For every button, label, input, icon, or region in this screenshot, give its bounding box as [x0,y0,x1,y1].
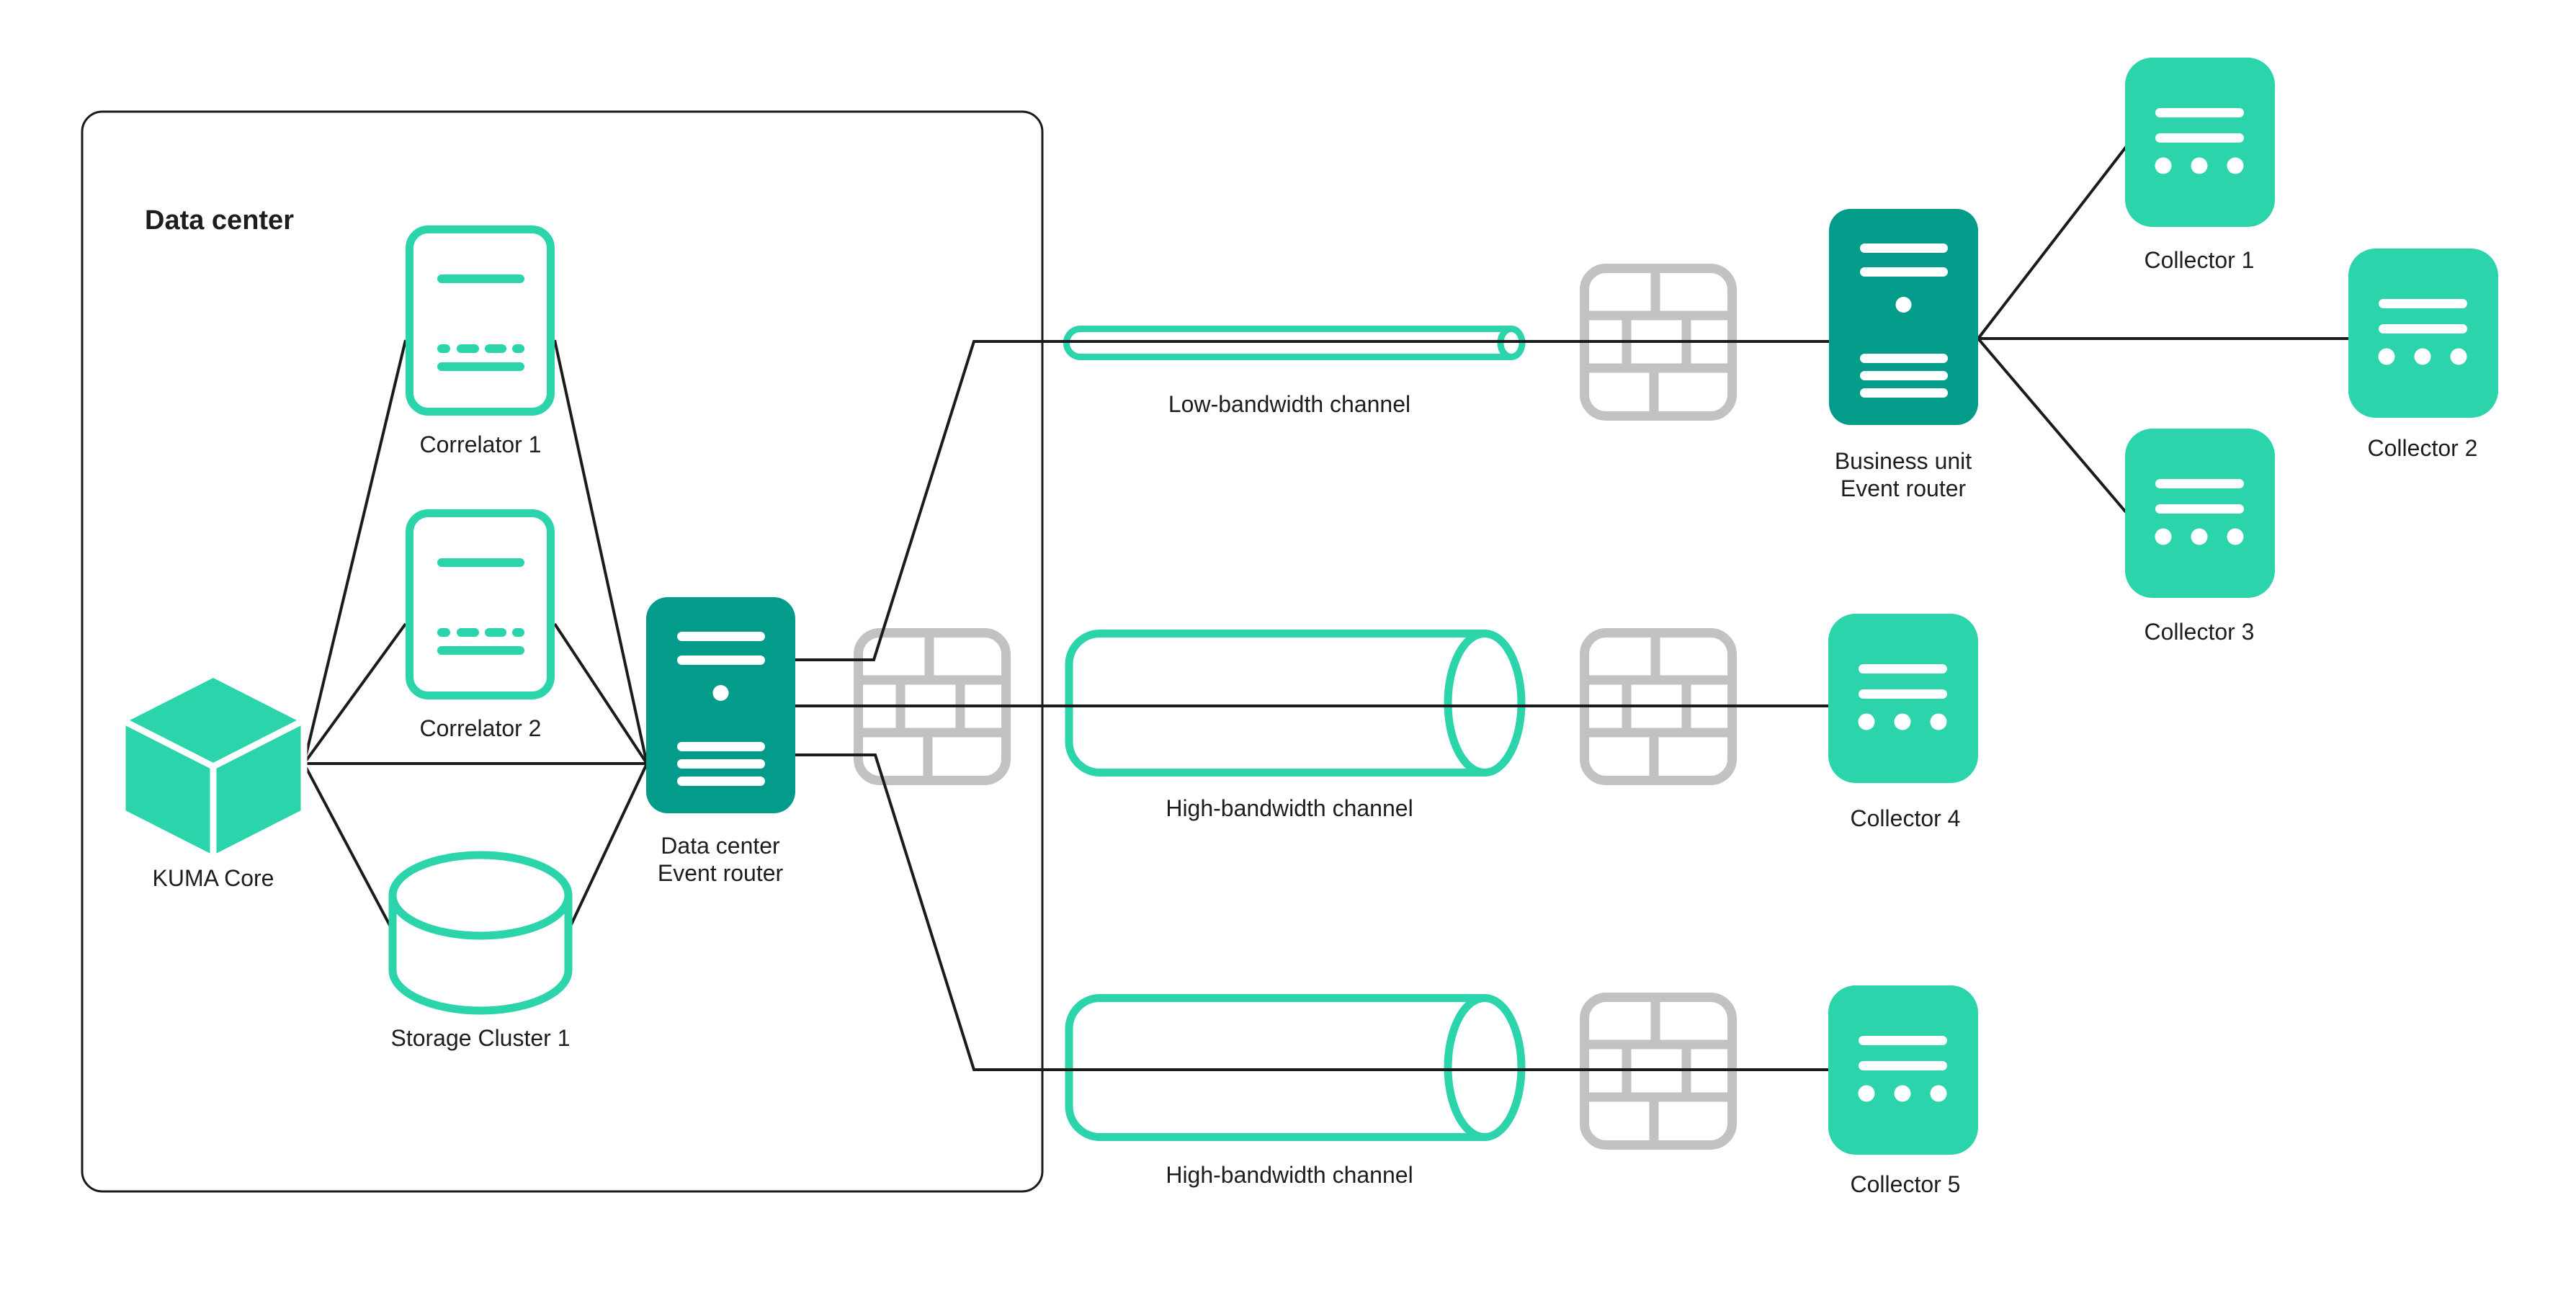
low-channel-label: Low-bandwidth channel [1168,391,1410,417]
correlator-2-icon [410,514,551,696]
correlator-1-icon [410,230,551,412]
collector-4-icon [1828,614,1978,783]
collector-2-label: Collector 2 [2368,435,2478,461]
dc-router-label-line1: Data center [661,833,780,859]
correlator-2-label: Correlator 2 [420,715,542,741]
high-channel-bottom-label: High-bandwidth channel [1166,1162,1413,1188]
storage-cluster-label: Storage Cluster 1 [390,1025,570,1051]
collector-1-icon [2125,58,2275,227]
kuma-core-icon [119,671,308,862]
datacenter-event-router-icon [646,597,795,813]
datacenter-title: Data center [145,205,294,236]
datacenter-boundary [81,110,1044,1193]
collector-5-icon [1828,985,1978,1155]
collector-4-label: Collector 4 [1851,805,1961,831]
business-unit-event-router-icon [1829,209,1978,425]
kuma-core-label: KUMA Core [153,865,274,891]
high-bandwidth-pipe-mid-icon [1065,630,1526,777]
high-channel-mid-label: High-bandwidth channel [1166,795,1413,821]
correlator-1-label: Correlator 1 [420,431,542,457]
bu-router-label-line2: Event router [1841,475,1967,501]
high-bandwidth-pipe-bottom-icon [1065,994,1526,1141]
collector-1-label: Collector 1 [2145,247,2255,273]
dc-router-label-line2: Event router [658,860,784,886]
storage-cluster-icon [388,851,573,1015]
collector-3-label: Collector 3 [2145,619,2255,645]
bu-router-label-line1: Business unit [1835,448,1972,474]
collector-2-icon [2348,249,2498,418]
collector-3-icon [2125,429,2275,598]
collector-5-label: Collector 5 [1851,1171,1961,1197]
connection-lines [303,145,2350,1071]
